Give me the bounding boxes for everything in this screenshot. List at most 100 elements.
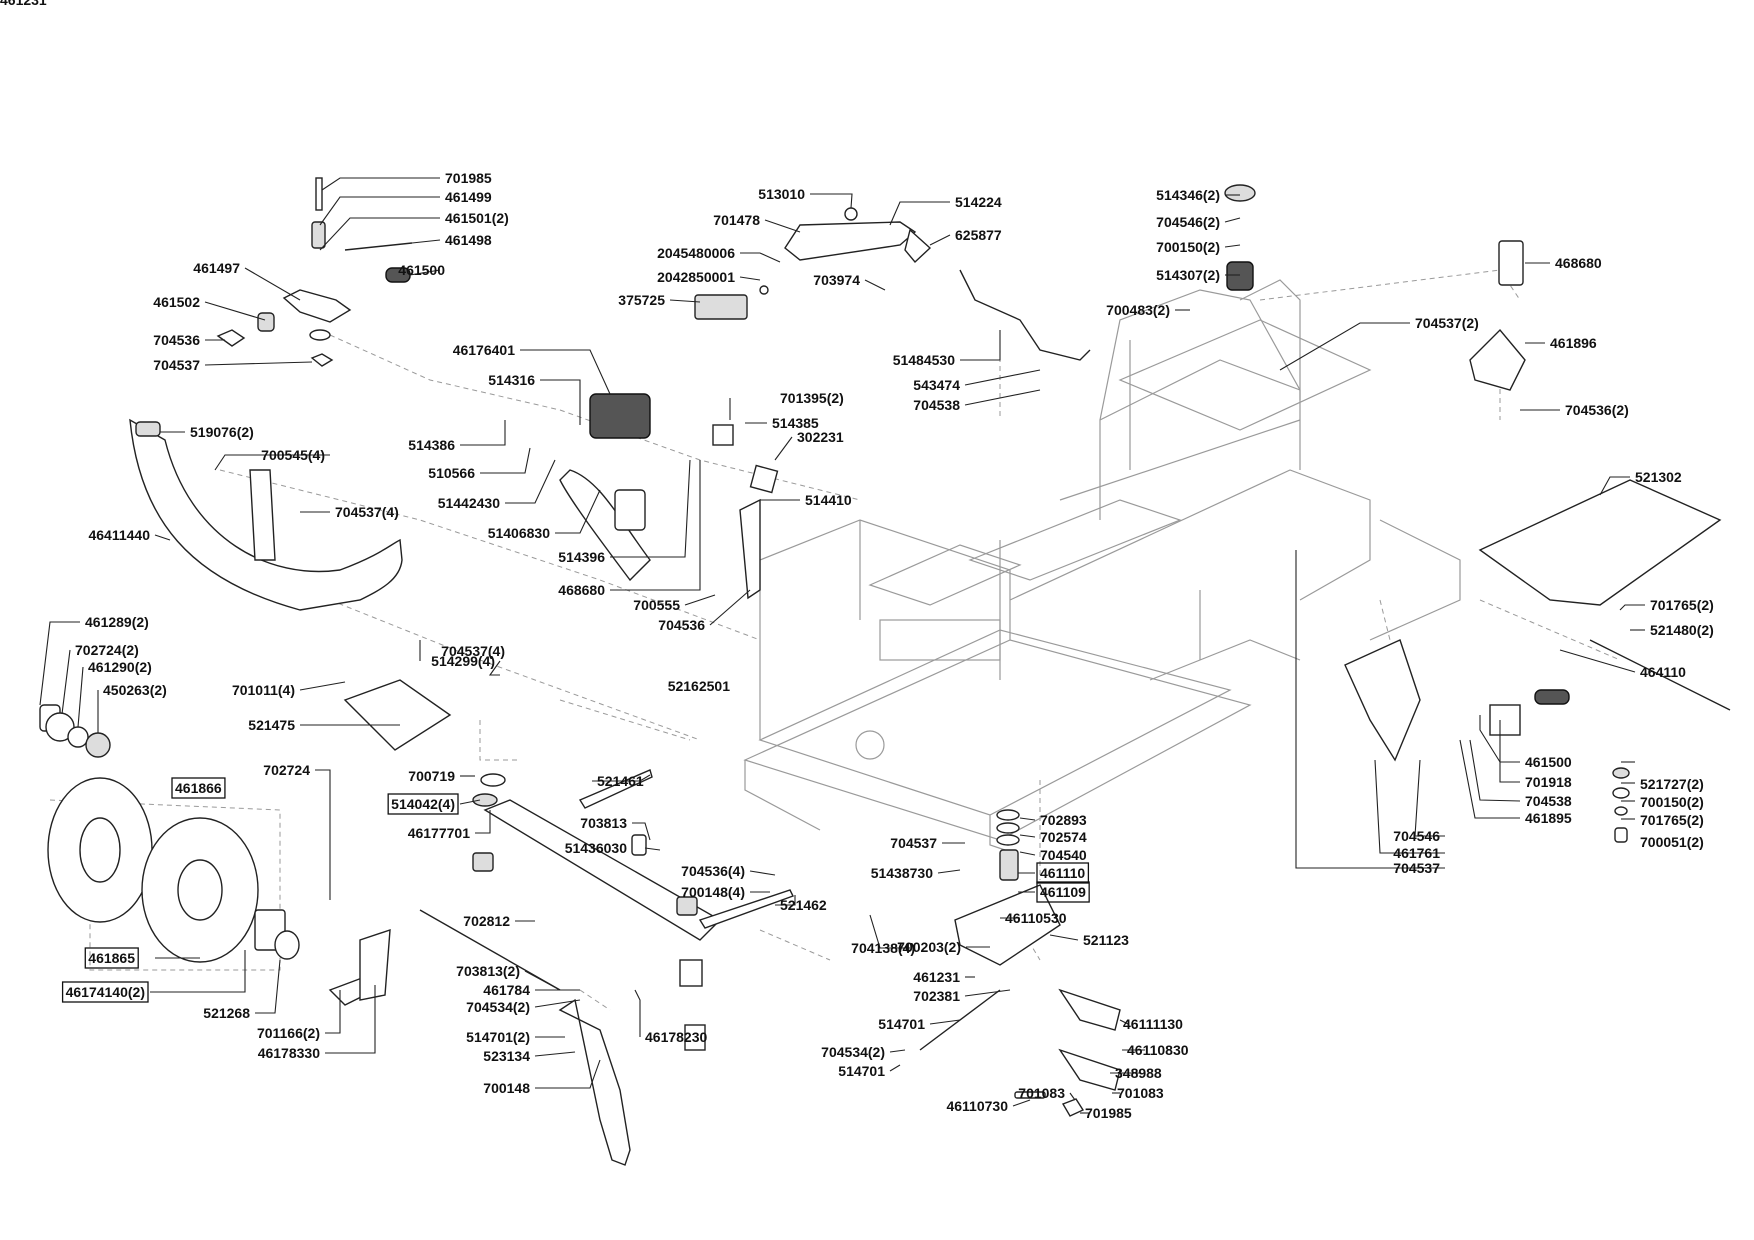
part-label-704537: 704537 — [153, 357, 200, 373]
part-label-702574: 702574 — [1040, 829, 1087, 845]
steering-arm-icon — [784, 221, 917, 261]
part-label-543474: 543474 — [913, 377, 960, 393]
part-label-700483-2-: 700483(2) — [1106, 302, 1170, 318]
part-label-461500: 461500 — [398, 262, 445, 278]
part-label-700545-4-: 700545(4) — [261, 447, 325, 463]
part-label-514346-2-: 514346(2) — [1156, 187, 1220, 203]
part-label-461761: 461761 — [1393, 845, 1440, 861]
part-label-704537-4-: 704537(4) — [441, 643, 505, 659]
part-label-46110730: 46110730 — [946, 1098, 1008, 1114]
part-label-375725: 375725 — [618, 292, 665, 308]
part-label-700203-2-: 700203(2) — [897, 939, 961, 955]
part-label-51438730: 51438730 — [871, 865, 934, 881]
part-label-701478: 701478 — [713, 212, 760, 228]
assembly-guide-lines — [49, 269, 1621, 1011]
part-label-523134: 523134 — [483, 1048, 530, 1064]
part-label-461896: 461896 — [1550, 335, 1597, 351]
part-label-703974: 703974 — [813, 272, 860, 288]
part-label-461865: 461865 — [88, 950, 135, 966]
sector-gear-icon — [954, 884, 1061, 966]
label-box — [171, 777, 226, 799]
part-label-521268: 521268 — [203, 1005, 250, 1021]
part-label-514307-2-: 514307(2) — [1156, 267, 1220, 283]
part-label-514385: 514385 — [772, 415, 819, 431]
part-label-461110: 461110 — [1040, 865, 1085, 881]
part-label-51436030: 51436030 — [565, 840, 628, 856]
part-label-701011-4-: 701011(4) — [232, 682, 295, 698]
part-label-461498: 461498 — [445, 232, 492, 248]
part-label-704538: 704538 — [1525, 793, 1572, 809]
part-label-461231: 461231 — [0, 0, 47, 8]
label-box — [1036, 862, 1090, 884]
part-label-625877: 625877 — [955, 227, 1002, 243]
part-label-704546-2-: 704546(2) — [1156, 214, 1220, 230]
part-label-701083: 701083 — [1117, 1085, 1164, 1101]
part-label-461109: 461109 — [1040, 884, 1086, 900]
part-label-701083: 701083 — [1018, 1085, 1065, 1101]
part-label-461866: 461866 — [175, 780, 222, 796]
leader-lines — [39, 177, 1645, 1114]
bracket-icon — [1344, 639, 1421, 762]
part-label-513010: 513010 — [758, 186, 805, 202]
part-label-702893: 702893 — [1040, 812, 1087, 828]
part-label-703813: 703813 — [580, 815, 627, 831]
part-label-521475: 521475 — [248, 717, 295, 733]
part-label-514701: 514701 — [838, 1063, 885, 1079]
part-label-700555: 700555 — [633, 597, 680, 613]
part-illustrations — [39, 177, 1731, 1166]
part-label-46110530: 46110530 — [1005, 910, 1067, 926]
part-label-514396: 514396 — [558, 549, 605, 565]
part-label-302231: 302231 — [797, 429, 844, 445]
part-label-704538: 704538 — [913, 397, 960, 413]
part-label-461500: 461500 — [1525, 754, 1572, 770]
part-label-514042-4-: 514042(4) — [391, 796, 455, 812]
part-label-2042850001: 2042850001 — [657, 269, 735, 285]
plate-icon — [343, 679, 452, 751]
part-label-521123: 521123 — [1083, 932, 1129, 948]
part-label-464110: 464110 — [1640, 664, 1686, 680]
label-box — [61, 981, 149, 1003]
part-label-700719: 700719 — [408, 768, 455, 784]
part-label-461231: 461231 — [913, 969, 960, 985]
part-label-700051-2-: 700051(2) — [1640, 834, 1704, 850]
part-label-701395-2-: 701395(2) — [780, 390, 844, 406]
part-label-461499: 461499 — [445, 189, 492, 205]
part-label-701918: 701918 — [1525, 774, 1572, 790]
part-label-704546: 704546 — [1393, 828, 1440, 844]
bumper-icon — [129, 418, 403, 611]
part-label-704540: 704540 — [1040, 847, 1087, 863]
part-label-51406830: 51406830 — [488, 525, 551, 541]
part-label-468680: 468680 — [558, 582, 605, 598]
part-label-461290-2-: 461290(2) — [88, 659, 152, 675]
part-label-704534-2-: 704534(2) — [821, 1044, 885, 1060]
part-label-704536: 704536 — [153, 332, 200, 348]
part-label-704534-2-: 704534(2) — [466, 999, 530, 1015]
part-label-461784: 461784 — [483, 982, 530, 998]
part-label-510566: 510566 — [428, 465, 475, 481]
part-label-701985: 701985 — [1085, 1105, 1132, 1121]
part-label-52162501: 52162501 — [668, 678, 731, 694]
bracket-icon — [282, 289, 352, 323]
part-label-46178330: 46178330 — [258, 1045, 321, 1061]
part-label-521462: 521462 — [780, 897, 827, 913]
part-label-521302: 521302 — [1635, 469, 1682, 485]
foot-plate-icon — [1478, 479, 1722, 606]
part-label-704138-4-: 704138(4) — [851, 940, 915, 956]
part-label-51484530: 51484530 — [893, 352, 956, 368]
part-label-704537-4-: 704537(4) — [335, 504, 399, 520]
part-label-468680: 468680 — [1555, 255, 1602, 271]
part-label-46174140-2-: 46174140(2) — [66, 984, 145, 1000]
part-label-701985: 701985 — [445, 170, 492, 186]
part-label-702724-2-: 702724(2) — [75, 642, 139, 658]
part-label-702724: 702724 — [263, 762, 310, 778]
part-label-51442430: 51442430 — [438, 495, 501, 511]
part-label-461502: 461502 — [153, 294, 200, 310]
label-box — [387, 793, 459, 815]
part-label-521461: 521461 — [597, 773, 644, 789]
part-label-703813-2-: 703813(2) — [456, 963, 520, 979]
part-label-700150-2-: 700150(2) — [1156, 239, 1220, 255]
part-label-521480-2-: 521480(2) — [1650, 622, 1714, 638]
